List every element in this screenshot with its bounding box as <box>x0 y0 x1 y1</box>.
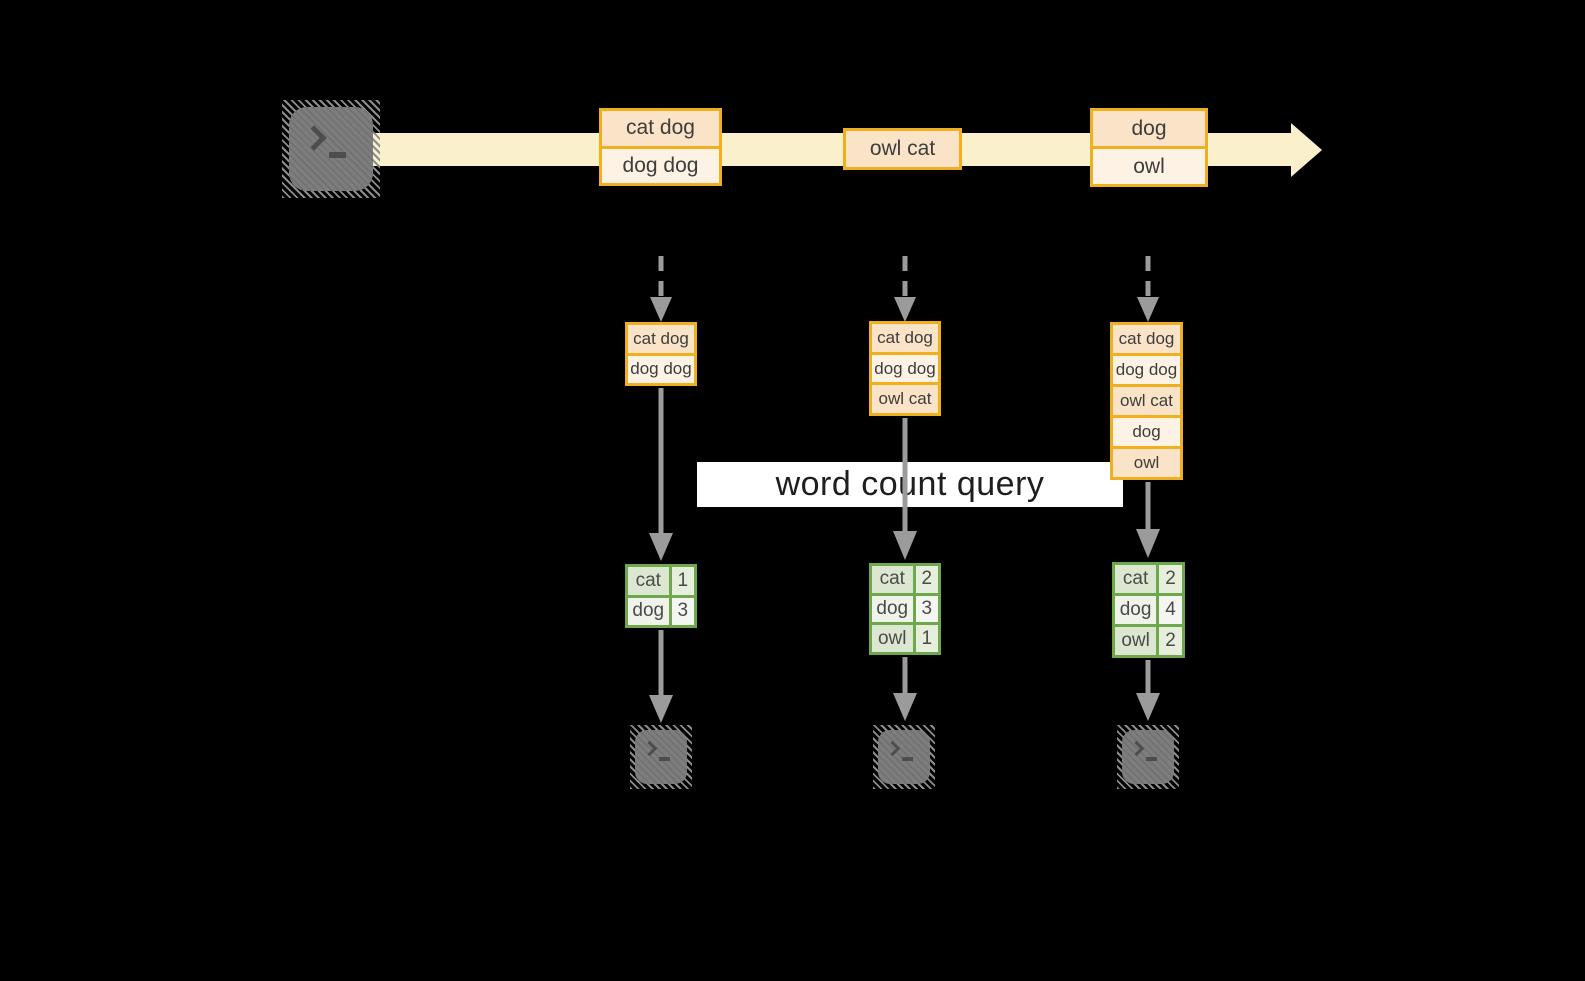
dashed-arrow-col3 <box>1137 256 1159 322</box>
stream-batch-3: dog owl <box>1090 108 1208 187</box>
query-banner: word count query <box>697 462 1123 507</box>
terminal-sink-body <box>878 730 930 784</box>
terminal-sink-body <box>635 730 687 784</box>
buffer-record: cat dog <box>872 324 938 352</box>
query-arrow-col1 <box>649 388 673 561</box>
buffered-stream-3: cat dog dog dog owl cat dog owl <box>1110 322 1183 480</box>
word-cell: owl <box>1115 627 1160 655</box>
table-row: dog 4 <box>1115 593 1182 624</box>
word-cell: dog <box>872 595 916 623</box>
prompt-chevron-icon <box>641 740 658 757</box>
table-row: owl 2 <box>1115 624 1182 655</box>
buffer-record: dog dog <box>1113 353 1180 384</box>
table-row: owl 1 <box>872 622 938 653</box>
sink-arrow-col1 <box>649 630 673 723</box>
buffered-stream-1: cat dog dog dog <box>625 322 697 386</box>
prompt-chevron-icon <box>301 125 327 151</box>
stream-batch-2: owl cat <box>843 128 962 170</box>
buffer-record: dog dog <box>628 352 694 383</box>
count-cell: 3 <box>671 597 694 625</box>
count-table-1: cat 1 dog 3 <box>625 564 697 628</box>
dashed-arrow-col2 <box>894 256 916 322</box>
terminal-sink-2-icon <box>873 725 935 789</box>
buffer-record: cat dog <box>628 325 694 353</box>
terminal-sink-1-icon <box>630 725 692 789</box>
word-cell: cat <box>872 566 916 593</box>
prompt-underscore-icon <box>902 757 913 761</box>
buffer-record: cat dog <box>1113 325 1180 353</box>
dashed-arrow-col1 <box>650 256 672 322</box>
batch-record: dog dog <box>602 145 719 183</box>
terminal-source-body <box>289 107 373 191</box>
prompt-underscore-icon <box>659 757 670 761</box>
prompt-chevron-icon <box>1128 740 1145 757</box>
prompt-underscore-icon <box>329 152 346 158</box>
count-cell: 2 <box>1159 565 1182 593</box>
count-cell: 1 <box>915 625 938 653</box>
buffered-stream-2: cat dog dog dog owl cat <box>869 321 941 416</box>
query-arrow-col3 <box>1136 482 1160 558</box>
stream-band-arrowhead-icon <box>1291 123 1322 177</box>
terminal-source-icon <box>282 100 380 198</box>
stream-batch-1: cat dog dog dog <box>599 108 722 186</box>
batch-record: dog <box>1093 111 1205 146</box>
table-row: dog 3 <box>628 594 694 625</box>
buffer-record: owl cat <box>1113 384 1180 415</box>
word-cell: cat <box>1115 565 1160 593</box>
buffer-record: dog dog <box>872 351 938 383</box>
word-cell: dog <box>628 597 672 625</box>
buffer-record: dog <box>1113 415 1180 446</box>
prompt-chevron-icon <box>884 740 901 757</box>
sink-arrow-col2 <box>893 657 917 721</box>
prompt-underscore-icon <box>1146 757 1157 761</box>
sink-arrow-col3 <box>1136 660 1160 721</box>
count-table-3: cat 2 dog 4 owl 2 <box>1112 562 1185 658</box>
word-cell: dog <box>1115 596 1160 624</box>
count-cell: 1 <box>671 567 694 595</box>
batch-record: owl cat <box>846 131 959 167</box>
table-row: cat 2 <box>872 566 938 593</box>
count-table-2: cat 2 dog 3 owl 1 <box>869 563 941 655</box>
batch-record: cat dog <box>602 111 719 146</box>
terminal-sink-body <box>1122 730 1174 784</box>
word-cell: cat <box>628 567 672 595</box>
buffer-record: owl <box>1113 446 1180 477</box>
table-row: dog 3 <box>872 592 938 623</box>
batch-record: owl <box>1093 146 1205 184</box>
count-cell: 3 <box>915 595 938 623</box>
table-row: cat 2 <box>1115 565 1182 593</box>
table-row: cat 1 <box>628 567 694 595</box>
buffer-record: owl cat <box>872 382 938 414</box>
terminal-sink-3-icon <box>1117 725 1179 789</box>
word-cell: owl <box>872 625 916 653</box>
count-cell: 2 <box>915 566 938 593</box>
count-cell: 4 <box>1159 596 1182 624</box>
count-cell: 2 <box>1159 627 1182 655</box>
